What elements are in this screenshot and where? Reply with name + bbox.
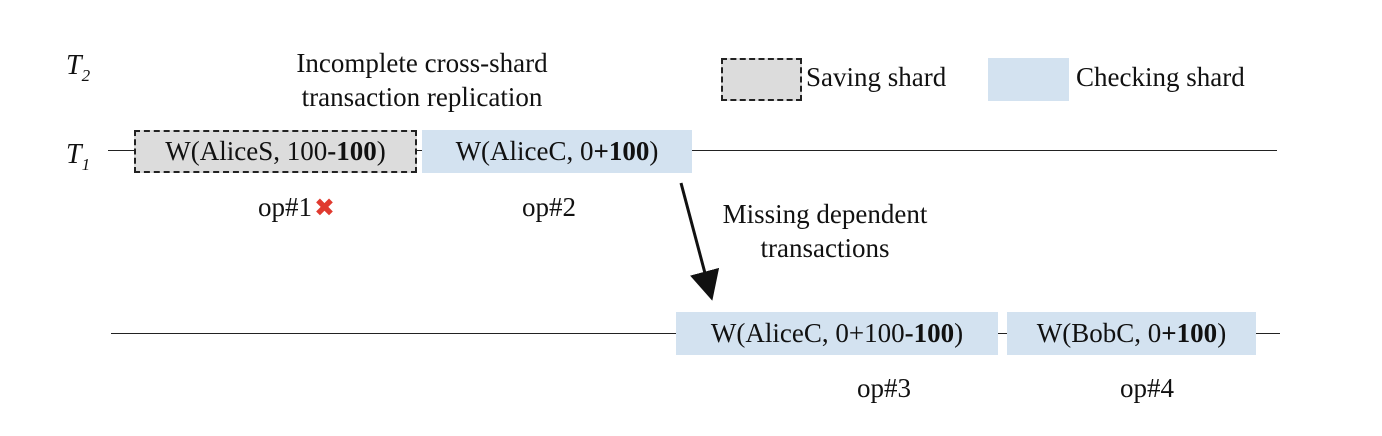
arrow-note-line2: transactions (760, 233, 890, 263)
op3-box: W(AliceC, 0+100-100) (676, 312, 998, 355)
failed-cross-icon: ✖ (314, 193, 335, 222)
op1-box: W(AliceS, 100-100) (134, 130, 417, 173)
header-note-line1: Incomplete cross-shard (296, 48, 548, 78)
legend-checking-label: Checking shard (1076, 62, 1245, 92)
timeline-top-left-stub (108, 150, 136, 151)
t1-label: T1 (66, 139, 90, 175)
t1-letter: T (66, 139, 82, 170)
timeline-bottom (111, 333, 676, 334)
op4-text: W(BobC, 0+100) (1036, 318, 1227, 348)
t1-subscript: 1 (81, 155, 91, 174)
t2-label: T2 (66, 50, 90, 86)
t2-letter: T (66, 50, 82, 81)
op1-text: W(AliceS, 100-100) (165, 136, 386, 166)
op2-label: op#2 (522, 192, 576, 222)
op2-text: W(AliceC, 0+100) (455, 136, 659, 166)
header-note-line2: transaction replication (301, 82, 543, 112)
timeline-bottom-right-stub (1256, 333, 1280, 334)
header-note: Incomplete cross-shard transaction repli… (262, 46, 582, 114)
arrow-note-line1: Missing dependent (722, 199, 928, 229)
t2-subscript: 2 (81, 66, 91, 85)
op4-label: op#4 (1120, 373, 1174, 403)
legend-saving-label: Saving shard (806, 62, 947, 92)
timeline-bottom-gap (998, 333, 1007, 334)
op4-box: W(BobC, 0+100) (1007, 312, 1256, 355)
timeline-top-gap (414, 150, 424, 151)
op3-label: op#3 (857, 373, 911, 403)
legend-checking-swatch (988, 58, 1069, 101)
op2-box: W(AliceC, 0+100) (422, 130, 692, 173)
op1-label: op#1✖ (258, 190, 335, 225)
op3-text: W(AliceC, 0+100-100) (710, 318, 964, 348)
op1-label-text: op#1 (258, 192, 312, 222)
legend-saving-swatch (721, 58, 802, 101)
timeline-top (692, 150, 1277, 151)
arrow-note: Missing dependent transactions (700, 197, 950, 265)
